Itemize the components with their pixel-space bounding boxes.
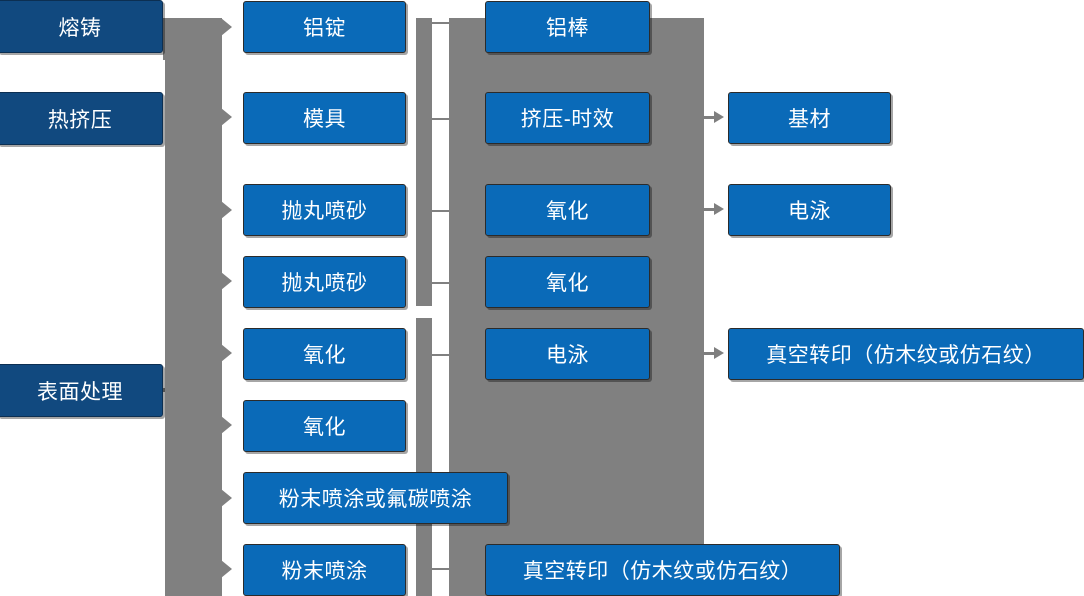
input-node-5[interactable]: 氧化 [243,328,406,380]
process-node-6-label: 真空转印（仿木纹或仿石纹） [522,560,803,583]
stage-trunk-bar [165,18,222,596]
input-node-3-label: 抛丸喷砂 [281,200,368,223]
stage-flow-notch [165,52,222,93]
input-node-2-label: 模具 [303,108,346,131]
process-node-4[interactable]: 氧化 [485,256,650,308]
rail-tie-2 [430,118,452,120]
process-node-3-label: 氧化 [546,200,589,223]
trunk-arrow-5 [221,344,232,362]
stage-node-2[interactable]: 热挤压 [0,92,163,145]
process-node-6[interactable]: 真空转印（仿木纹或仿石纹） [485,544,840,596]
trunk-arrow-4 [221,272,232,290]
process-node-2-label: 挤压-时效 [520,108,615,131]
stage-node-1[interactable]: 熔铸 [0,0,163,53]
trunk-arrow-8 [221,560,232,578]
process-node-3[interactable]: 氧化 [485,184,650,236]
input-node-7-label: 粉末喷涂或氟碳喷涂 [278,488,473,511]
output-node-2[interactable]: 电泳 [728,184,891,236]
input-node-3[interactable]: 抛丸喷砂 [243,184,406,236]
trunk-arrow-3 [221,201,232,219]
input-node-8-label: 粉末喷涂 [281,560,368,583]
trunk-arrow-6 [221,416,232,434]
input-node-1[interactable]: 铝锭 [243,1,406,53]
output-node-3-label: 真空转印（仿木纹或仿石纹） [766,344,1046,367]
input-node-4-label: 抛丸喷砂 [281,272,368,295]
rail-tie-3 [430,210,452,212]
rail-tie-1 [430,22,452,24]
process-node-1[interactable]: 铝棒 [485,1,650,53]
output-node-1-label: 基材 [788,108,831,131]
stage-node-3-label: 表面处理 [37,380,123,404]
surface-stage-connector [163,388,177,392]
process-node-5[interactable]: 电泳 [485,328,650,380]
stage-node-1-label: 熔铸 [58,16,102,40]
rail-tie-6 [430,568,452,570]
output-node-1[interactable]: 基材 [728,92,891,144]
stage-trunk-stub-top [163,18,173,60]
trunk-arrow-1 [221,18,232,36]
process-node-1-label: 铝棒 [546,17,589,40]
input-rail-lower [416,318,432,596]
input-node-6[interactable]: 氧化 [243,400,406,452]
rail-tie-4 [430,282,452,284]
process-node-5-label: 电泳 [546,344,589,367]
input-rail-upper [416,18,432,306]
output-node-2-label: 电泳 [788,200,831,223]
input-node-2[interactable]: 模具 [243,92,406,144]
input-node-1-label: 铝锭 [303,17,346,40]
trunk-arrow-7 [221,489,232,507]
rail-tie-5 [430,354,452,356]
process-to-output-arrow-1 [702,111,724,123]
stage-node-2-label: 热挤压 [47,108,113,132]
process-node-4-label: 氧化 [546,272,589,295]
input-node-5-label: 氧化 [303,344,346,367]
stage-node-3[interactable]: 表面处理 [0,364,163,417]
input-node-8[interactable]: 粉末喷涂 [243,544,406,596]
process-to-output-arrow-2 [702,203,724,215]
input-node-4[interactable]: 抛丸喷砂 [243,256,406,308]
process-node-2[interactable]: 挤压-时效 [485,92,650,144]
input-node-6-label: 氧化 [303,416,346,439]
process-to-output-arrow-3 [702,347,724,359]
input-node-7[interactable]: 粉末喷涂或氟碳喷涂 [243,472,508,524]
trunk-arrow-2 [221,108,232,126]
output-node-3[interactable]: 真空转印（仿木纹或仿石纹） [728,328,1084,380]
